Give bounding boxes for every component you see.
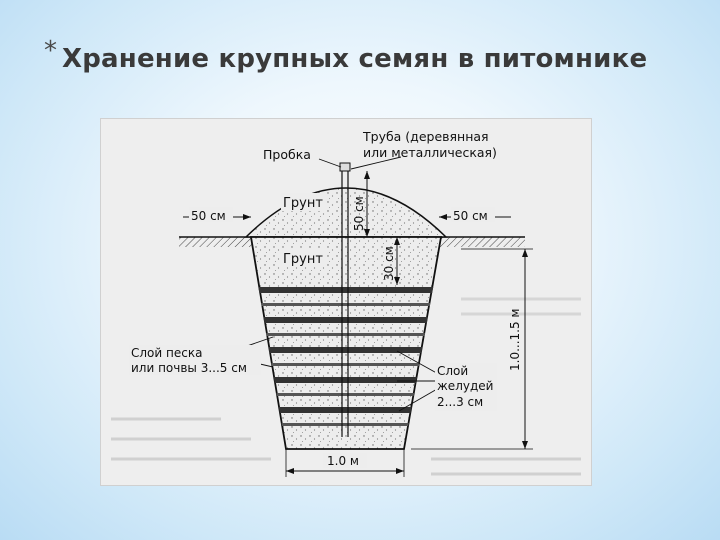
label-sand-line1: Слой песка <box>131 346 202 360</box>
slide-title: Хранение крупных семян в питомнике <box>62 44 648 74</box>
mound-height-dimension <box>364 171 370 237</box>
label-truba-line1: Труба (деревянная <box>362 129 489 144</box>
label-sand-line2: или почвы 3...5 см <box>131 361 247 375</box>
label-pit-depth: 1.0...1.5 м <box>508 309 522 371</box>
pit-storage-diagram: Пробка Труба (деревянная или металлическ… <box>100 118 592 486</box>
label-bottom-width: 1.0 м <box>327 454 359 468</box>
background-texture <box>111 297 581 476</box>
bottom-width-dimension <box>285 449 405 477</box>
label-grunt-top: Грунт <box>283 196 323 211</box>
label-grunt-mid: Грунт <box>283 252 323 267</box>
label-acorn-line1: Слой <box>437 364 468 378</box>
label-acorn-line3: 2...3 см <box>437 395 483 409</box>
label-grunt-depth: 30 см <box>382 246 396 281</box>
pit-depth-dimension <box>411 248 533 450</box>
vent-pipe <box>339 162 351 437</box>
grunt-depth-dimension <box>394 237 400 285</box>
label-side-right: 50 см <box>453 209 488 223</box>
soil-mound <box>244 187 448 238</box>
label-truba-line2: или металлическая) <box>363 145 497 160</box>
label-acorn-line2: желудей <box>437 379 493 393</box>
label-probka: Пробка <box>263 147 311 162</box>
pit-layers <box>251 287 441 426</box>
storage-pit <box>249 236 443 450</box>
label-mound-height: 50 см <box>352 196 366 231</box>
title-bullet: * <box>44 36 57 66</box>
label-side-left: 50 см <box>191 209 226 223</box>
